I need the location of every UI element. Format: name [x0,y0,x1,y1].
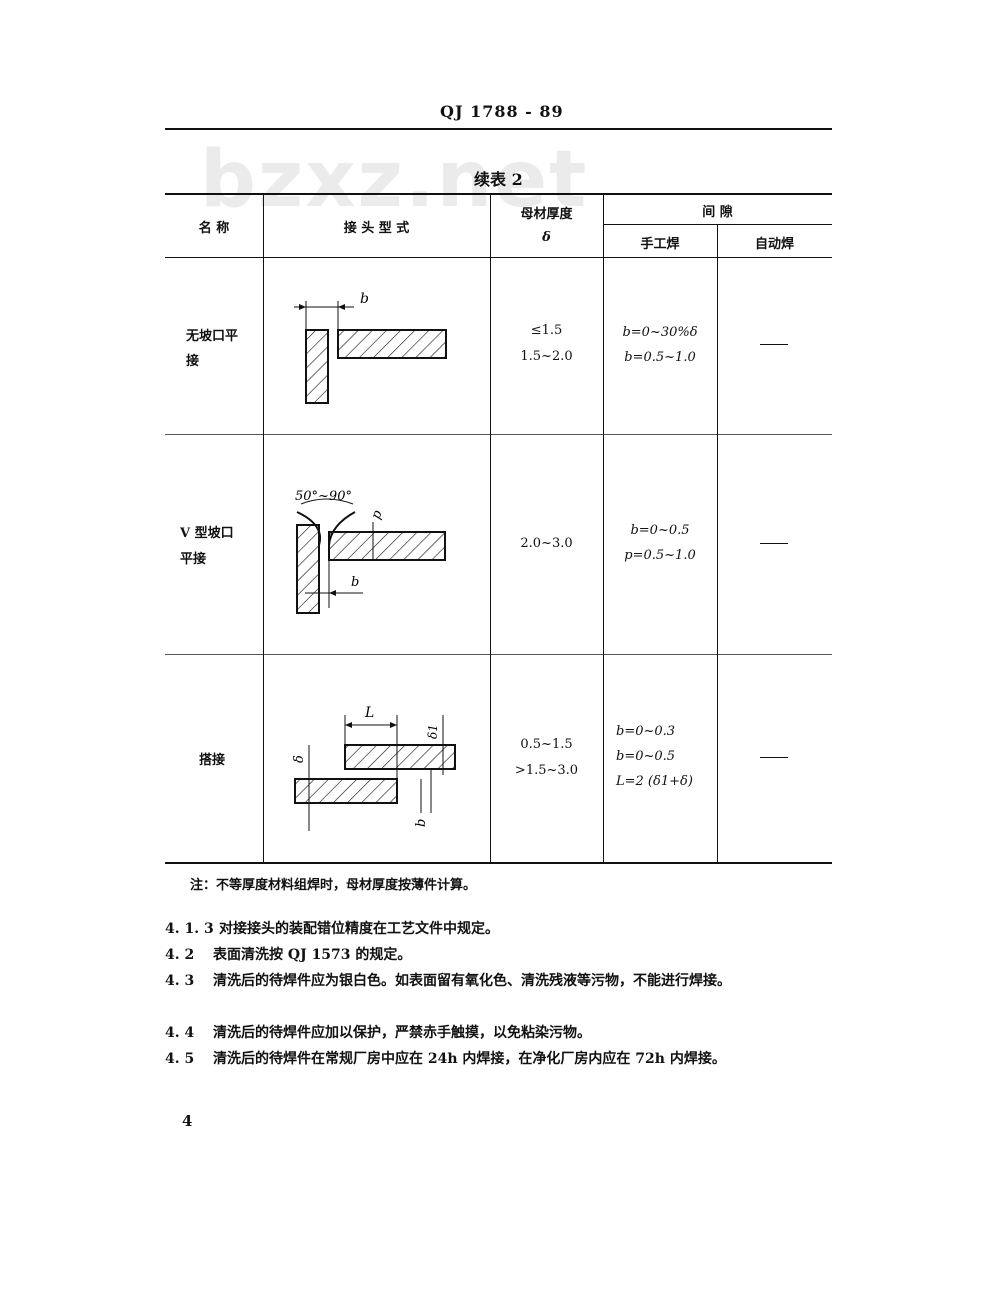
row1-thickness-1: ≤1.5 [530,323,563,338]
row1-square-butt-joint-diagram: b [294,291,447,404]
header-rule [165,128,832,130]
row2-v-groove-butt-joint-diagram: 50°~90° p b [295,489,446,614]
row2-auto-dash [760,543,788,544]
row3-label-delta1: δ1 [426,724,440,739]
row3-manual-1: b=0~0.3 [616,724,676,739]
row2-manual-1: b=0~0.5 [630,523,690,538]
clause-4-2: 4. 2 表面清洗按 QJ 1573 的规定。 [165,942,835,968]
clause-number: 4. 1. 3 [165,921,214,937]
row3-lap-joint-diagram: L δ1 δ b [292,705,456,831]
row1-name-line2: 接 [186,354,200,369]
row2-manual-2: p=0.5~1.0 [624,548,696,563]
table-bottom-rule [165,862,832,864]
row2-bottom-rule [165,654,832,655]
watermark: bzxz.net [200,135,589,225]
clause-text: 清洗后的待焊件应加以保护，严禁赤手触摸，以免粘染污物。 [213,1025,591,1041]
header-thickness-symbol: δ [542,230,551,245]
header-joint-form: 接 头 型 式 [343,221,410,236]
row2-v-groove [296,511,356,560]
row1-manual-1: b=0~30%δ [622,325,698,340]
clause-4-5: 4. 5 清洗后的待焊件在常规厂房中应在 24h 内焊接，在净化厂房内应在 72h… [165,1046,835,1072]
header-bottom-rule [165,257,832,258]
row3-manual-3: L=2 (δ1+δ) [616,774,693,789]
header-thickness: 母材厚度 [520,207,573,222]
row3-thickness-2: >1.5~3.0 [514,763,579,778]
row1-horizontal-plate [337,329,447,359]
row1-arrowhead-left [299,304,306,310]
table-top-rule [165,193,832,195]
clause-text: 清洗后的待焊件应为银白色。如表面留有氧化色、清洗残液等污物，不能进行焊接。 [213,973,731,989]
row1-thickness-2: 1.5~2.0 [520,349,573,364]
row2-arrowhead-b [329,590,336,596]
row3-auto-dash [760,757,788,758]
clause-number: 4. 4 [165,1025,195,1041]
row3-label-b: b [414,819,429,827]
table-note: 注：不等厚度材料组焊时，母材厚度按薄件计算。 [190,878,477,893]
row2-name-line1: V 型坡口 [180,526,234,541]
clause-number: 4. 3 [165,973,195,989]
row1-auto-dash [760,344,788,345]
header-name: 名 称 [198,221,230,236]
row1-bottom-rule [165,434,832,435]
row3-manual-2: b=0~0.5 [616,749,676,764]
row3-arrowhead-l-right [390,722,397,728]
row1-arrowhead-right [338,304,345,310]
row1-vertical-plate [305,329,329,404]
header-manual: 手工焊 [640,237,680,252]
clause-number: 4. 2 [165,947,195,963]
table-caption: 续表 2 [474,170,523,189]
row2-vertical-plate [296,524,320,614]
header-auto: 自动焊 [754,237,794,252]
row3-name: 搭接 [199,753,226,768]
clause-text: 对接接头的装配错位精度在工艺文件中规定。 [219,921,499,937]
clause-4-4: 4. 4 清洗后的待焊件应加以保护，严禁赤手触摸，以免粘染污物。 [165,1020,835,1046]
row2-angle-arc [300,498,354,505]
row3-thickness-1: 0.5~1.5 [520,737,573,752]
col-divider-1 [263,193,264,863]
document-code: QJ 1788 - 89 [440,102,564,121]
row2-label-b: b [351,575,359,590]
row3-label-delta: δ [292,755,307,763]
row3-lower-plate [294,778,398,804]
col-divider-2 [490,193,491,863]
clause-4-3: 4. 3 清洗后的待焊件应为银白色。如表面留有氧化色、清洗残液等污物，不能进行焊接… [165,968,835,994]
row3-upper-plate [344,744,456,770]
row2-horizontal-plate [328,531,446,561]
clause-text: 清洗后的待焊件在常规厂房中应在 24h 内焊接，在净化厂房内应在 72h 内焊接… [213,1051,726,1067]
header-gap: 间 隙 [702,205,733,220]
row2-label-angle: 50°~90° [295,489,352,504]
col-divider-4 [717,224,718,863]
clause-4-1-3: 4. 1. 3 对接接头的装配错位精度在工艺文件中规定。 [165,916,835,942]
clause-text: 表面清洗按 QJ 1573 的规定。 [213,947,412,963]
row1-name-line1: 无坡口平 [186,329,239,344]
col-divider-3 [603,193,604,863]
row1-manual-2: b=0.5~1.0 [624,350,696,365]
row2-thickness-1: 2.0~3.0 [520,536,573,551]
row3-label-L: L [364,705,374,721]
clause-number: 4. 5 [165,1051,195,1067]
page-number: 4 [182,1112,193,1130]
row2-name-line2: 平接 [180,552,207,567]
row1-label-b: b [360,291,369,307]
row2-label-p: p [369,508,386,522]
row3-arrowhead-l-left [345,722,352,728]
